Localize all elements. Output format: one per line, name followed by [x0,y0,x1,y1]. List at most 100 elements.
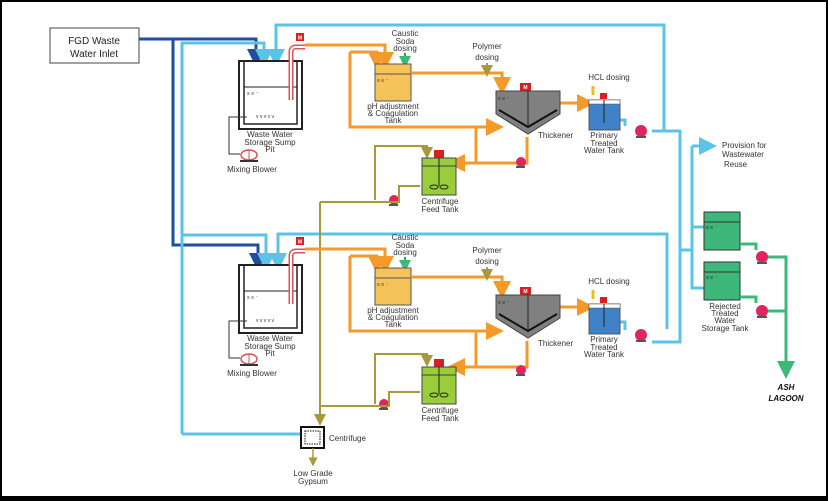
centrifuge-feed-tank-2: Centrifuge Feed Tank [421,359,460,423]
reject-header [690,146,704,290]
mixing-blower-icon-2 [240,353,258,366]
sump-label: Waste Water [247,130,293,139]
primary-tank-2: Primary Treated Water Tank [584,297,625,359]
svg-text:≡ ≡ ⁻: ≡ ≡ ⁻ [498,300,510,306]
rejected-tank-1: ≡ ≡ ⁻ [703,211,741,251]
pump-icon [635,329,647,342]
mid-return-pipe [269,232,669,329]
svg-text:Primary: Primary [590,335,618,344]
svg-text:Treated: Treated [711,309,738,318]
centrifuge-feed-tank-1: Centrifuge Feed Tank [421,150,460,214]
top-return-pipe [267,23,666,131]
sludge-pipes-1 [305,43,595,172]
svg-text:Feed Tank: Feed Tank [421,414,459,423]
train-2: ≡ ≡ ⁻ v v v v v M Waste Water Storage Su… [227,233,647,423]
fgd-inlet-box: FGD Waste Water Inlet [49,27,140,64]
centrifuge-label: Centrifuge [329,434,366,443]
svg-text:Storage Tank: Storage Tank [702,324,750,333]
cft-pipes-2 [320,353,433,407]
pump-icon [389,195,399,206]
svg-text:≡ ≡ ⁻: ≡ ≡ ⁻ [706,225,718,231]
svg-text:& Coagulation: & Coagulation [368,313,418,322]
svg-text:Pit: Pit [265,145,275,154]
svg-text:M: M [298,240,302,246]
svg-text:Storage Sump: Storage Sump [244,138,296,147]
svg-text:Feed Tank: Feed Tank [421,205,459,214]
svg-text:Tank: Tank [385,320,403,329]
svg-text:Soda: Soda [396,37,415,46]
ph-tank-2: ≡ ≡ ⁻ pH adjustment & Coagulation Tank [367,267,420,329]
rejected-label: Rejected [709,302,741,311]
svg-text:Caustic: Caustic [392,233,419,242]
ph-tank-1: ≡ ≡ ⁻ pH adjustment & Coagulation Tank [367,63,420,125]
svg-text:≡ ≡ ⁻: ≡ ≡ ⁻ [247,91,259,97]
svg-text:M: M [523,289,527,295]
rejected-tank-2: ≡ ≡ ⁻ [703,261,741,301]
primary-collect-pipe [652,129,682,344]
pump-icon [516,157,526,168]
polymer-label: Polymer [472,42,502,51]
svg-text:dosing: dosing [475,257,499,266]
svg-text:Tank: Tank [385,116,403,125]
reuse-label-2: Wastewater [722,150,764,159]
lagoon-pipes [740,242,795,379]
svg-text:dosing: dosing [393,248,417,257]
motor-icon [296,33,304,41]
svg-text:Water: Water [714,316,735,325]
thickener-label: Thickener [538,131,573,140]
recycle-pipe-2 [182,233,275,271]
svg-text:≡ ≡ ⁻: ≡ ≡ ⁻ [247,295,259,301]
train-1: ≡ ≡ ⁻ v v v v v M Waste Water Storage Su… [227,29,647,426]
recycle-pipe-1 [180,41,273,434]
mixing-blower-icon-1 [240,149,258,162]
reuse-label-1: Provision for [722,141,767,150]
svg-text:Waste Water: Waste Water [247,334,293,343]
sludge-pipes-2 [305,247,595,376]
pump-icon [635,125,647,138]
svg-text:Treated: Treated [590,343,617,352]
svg-text:& Coagulation: & Coagulation [368,109,418,118]
hcl-label: HCL dosing [588,73,630,82]
centrifuge: Centrifuge Low Grade Gypsum [293,426,366,486]
thickener-1: M ≡ ≡ ⁻ Thickener [495,83,573,140]
svg-text:Centrifuge: Centrifuge [422,406,459,415]
svg-text:Soda: Soda [396,241,415,250]
svg-text:Thickener: Thickener [538,339,573,348]
svg-text:M: M [298,36,302,42]
svg-text:≡ ≡ ⁻: ≡ ≡ ⁻ [377,282,389,288]
blower-label: Mixing Blower [227,165,277,174]
caustic-label: Caustic [392,29,419,38]
thickener-2: M ≡ ≡ ⁻ Thickener [495,287,573,348]
svg-text:v v v v v: v v v v v [256,318,275,324]
reuse-label-3: Reuse [724,160,748,169]
inlet-label-2: Water Inlet [70,49,118,60]
svg-text:v v v v v: v v v v v [256,114,275,120]
cft-pipes-1 [314,145,433,426]
sump-pit-2: ≡ ≡ ⁻ v v v v v M Waste Water Storage Su… [238,237,305,358]
svg-text:Pit: Pit [265,349,275,358]
svg-text:Storage Sump: Storage Sump [244,342,296,351]
svg-text:Polymer: Polymer [472,246,502,255]
gypsum-label: Low Grade [293,469,333,478]
svg-text:pH adjustment: pH adjustment [367,102,419,111]
svg-text:Primary: Primary [590,131,618,140]
svg-text:Mixing Blower: Mixing Blower [227,369,277,378]
svg-text:pH adjustment: pH adjustment [367,306,419,315]
svg-text:Water Tank: Water Tank [584,146,625,155]
pump-icon [516,365,526,376]
svg-text:Gypsum: Gypsum [298,477,328,486]
pump-icon [379,399,389,410]
svg-text:Water Tank: Water Tank [584,350,625,359]
motor-icon [296,237,304,245]
inlet-label-1: FGD Waste [68,36,120,47]
svg-text:≡ ≡ ⁻: ≡ ≡ ⁻ [377,78,389,84]
svg-text:LAGOON: LAGOON [768,394,803,403]
svg-text:M: M [523,85,527,91]
ash-lagoon-label: ASH [777,383,795,392]
svg-text:Centrifuge: Centrifuge [422,197,459,206]
primary-tank-1: Primary Treated Water Tank [584,93,625,155]
svg-text:≡ ≡ ⁻: ≡ ≡ ⁻ [498,96,510,102]
svg-text:dosing: dosing [393,44,417,53]
